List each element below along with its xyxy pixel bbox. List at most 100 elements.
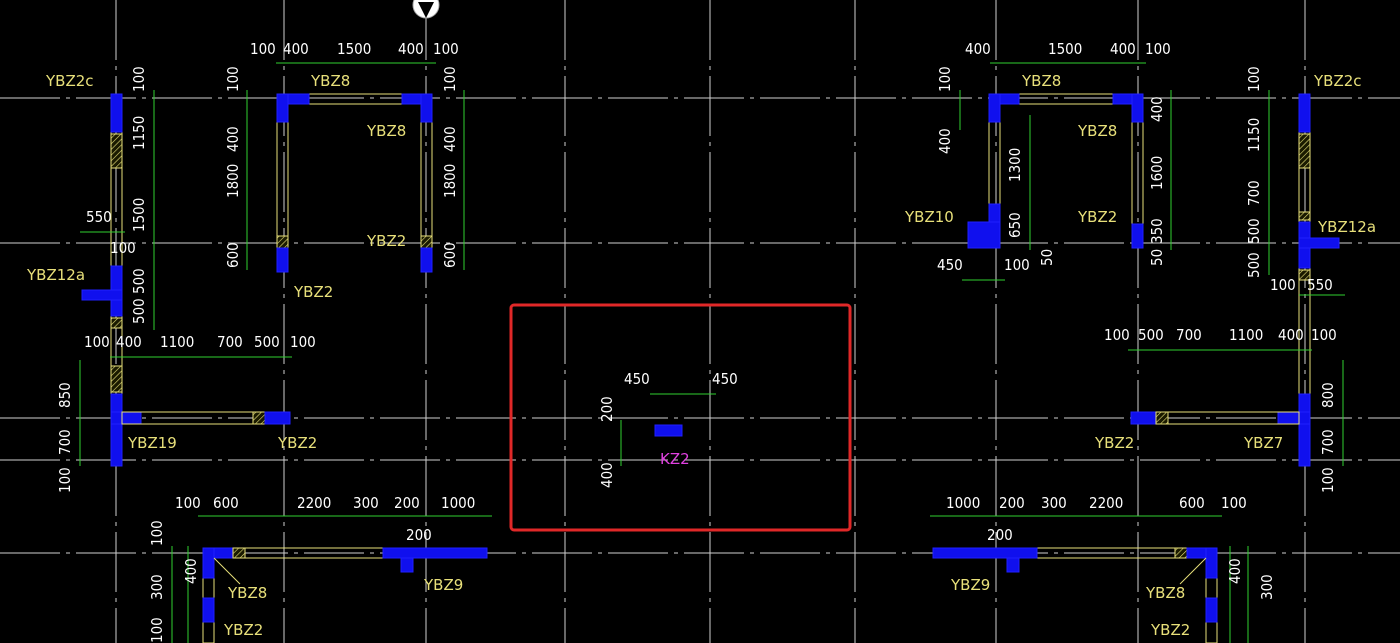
column-ybz8-tr-left-v[interactable] xyxy=(988,93,1001,123)
dim-bl-400: 400 xyxy=(182,558,200,584)
hatch-tl-a xyxy=(276,235,289,249)
column-ybz2-br[interactable] xyxy=(1205,597,1218,623)
column-ybz2-bl[interactable] xyxy=(202,597,215,623)
column-ybz2-left-bottom[interactable] xyxy=(264,411,291,425)
dim-l-row-400: 400 xyxy=(116,333,142,351)
column-ybz8-br-v[interactable] xyxy=(1205,547,1218,579)
wall-br-diag xyxy=(1179,557,1207,585)
label-ybz9-left: YBZ9 xyxy=(423,576,463,594)
dim-kz-200: 200 xyxy=(598,396,616,422)
column-ybz2c-left[interactable] xyxy=(110,93,123,133)
hatch-right-b xyxy=(1298,211,1311,221)
column-ybz8-tr-right-v[interactable] xyxy=(1131,93,1144,123)
column-ybz12a-left-h[interactable] xyxy=(81,289,123,301)
dim-tl-v1800: 1800 xyxy=(224,164,242,198)
hatch-tl-b xyxy=(420,235,433,249)
column-ybz8-tl-right-v[interactable] xyxy=(420,93,433,123)
column-ybz9-left-h[interactable] xyxy=(382,547,488,559)
dim-tr-400b: 400 xyxy=(1110,40,1136,58)
dim-tr-400c: 400 xyxy=(1148,96,1166,122)
dim-br-300: 300 xyxy=(1041,494,1067,512)
column-ybz8-tl-left-v[interactable] xyxy=(276,93,289,123)
dim-b-2200: 2200 xyxy=(297,494,331,512)
dim-b-300: 300 xyxy=(353,494,379,512)
dim-tr-450: 450 xyxy=(937,256,963,274)
dim-r-row-100: 100 xyxy=(1104,326,1130,344)
dim-tr-100b: 100 xyxy=(1004,256,1030,274)
dim-r-500a: 500 xyxy=(1245,218,1263,244)
column-ybz10-h[interactable] xyxy=(967,221,1001,249)
column-ybz9-right-v[interactable] xyxy=(1006,557,1020,573)
dims-left xyxy=(79,62,492,643)
selection-highlight-box[interactable] xyxy=(509,303,852,532)
dim-r-row-1100: 1100 xyxy=(1229,326,1263,344)
dim-tr-v100: 100 xyxy=(936,66,954,92)
dim-l-row-500: 500 xyxy=(254,333,280,351)
dim-l-100c: 100 xyxy=(56,467,74,493)
dim-l-row-1100: 1100 xyxy=(160,333,194,351)
hatch-left-c xyxy=(110,365,123,393)
dim-tr-650: 650 xyxy=(1006,212,1024,238)
label-ybz2-left-low: YBZ2 xyxy=(293,283,333,301)
column-ybz7-v[interactable] xyxy=(1298,393,1311,467)
dim-r-100c: 100 xyxy=(1319,467,1337,493)
column-ybz19-v[interactable] xyxy=(110,393,123,467)
dim-l-500b: 500 xyxy=(130,298,148,324)
column-ybz9-left-v[interactable] xyxy=(400,557,414,573)
column-ybz7-h[interactable] xyxy=(1277,411,1311,425)
column-ybz2c-right[interactable] xyxy=(1298,93,1311,133)
dim-tl-400a: 400 xyxy=(283,40,309,58)
dim-l-550: 550 xyxy=(86,208,112,226)
wall-bl-diag xyxy=(213,557,241,585)
dim-bl-100: 100 xyxy=(148,520,166,546)
dim-tl-400b: 400 xyxy=(398,40,424,58)
dim-l-500a: 500 xyxy=(130,268,148,294)
dim-tl-r100: 100 xyxy=(441,66,459,92)
column-kz2[interactable] xyxy=(654,424,683,437)
dim-tr-1300: 1300 xyxy=(1006,148,1024,182)
hatch-left-a xyxy=(110,133,123,169)
label-ybz2-right-mid: YBZ2 xyxy=(1077,208,1117,226)
hatch-br-a xyxy=(1174,547,1188,559)
dim-r-row-500: 500 xyxy=(1138,326,1164,344)
dim-tl-v600: 600 xyxy=(224,242,242,268)
column-ybz2-tr[interactable] xyxy=(1131,223,1144,249)
label-ybz8-bottom-left: YBZ8 xyxy=(227,584,267,602)
column-ybz8-bl-v[interactable] xyxy=(202,547,215,579)
dim-r-1150: 1150 xyxy=(1245,118,1263,152)
hatch-left-b xyxy=(110,317,123,329)
hatch-right-d xyxy=(1155,411,1169,425)
dim-br-2200: 2200 xyxy=(1089,494,1123,512)
column-ybz19-h[interactable] xyxy=(110,411,142,425)
column-ybz2-right-bottom[interactable] xyxy=(1130,411,1157,425)
label-ybz2-left-mid: YBZ2 xyxy=(366,232,406,250)
label-ybz2-bottom-left: YBZ2 xyxy=(223,621,263,639)
dim-br-200: 200 xyxy=(999,494,1025,512)
dim-r-100b: 100 xyxy=(1270,276,1296,294)
dim-l-1150: 1150 xyxy=(130,116,148,150)
dim-l-row-100: 100 xyxy=(84,333,110,351)
dim-tl-r600: 600 xyxy=(441,242,459,268)
dim-tl-100a: 100 xyxy=(250,40,276,58)
label-ybz8-tr-b: YBZ8 xyxy=(1077,122,1117,140)
hatch-right-c xyxy=(1298,269,1311,281)
dim-l-850: 850 xyxy=(56,382,74,408)
label-ybz19: YBZ19 xyxy=(127,434,177,452)
left-structure: 100 400 1500 400 100 100 400 1800 600 10… xyxy=(26,40,492,643)
label-ybz2c-right: YBZ2c xyxy=(1313,72,1362,90)
dim-tr-v400: 400 xyxy=(936,128,954,154)
dim-b-100: 100 xyxy=(175,494,201,512)
column-ybz12a-right-h[interactable] xyxy=(1298,237,1340,249)
north-marker-icon xyxy=(412,0,440,19)
center-column-group: 450 450 200 400 KZ2 xyxy=(598,370,738,488)
dim-tr-50b: 50 xyxy=(1148,249,1166,266)
label-ybz8-tl-b: YBZ8 xyxy=(366,122,406,140)
column-ybz9-right-h[interactable] xyxy=(932,547,1038,559)
dim-b-200: 200 xyxy=(394,494,420,512)
column-ybz2-tl-left[interactable] xyxy=(276,247,289,273)
dim-tr-50a: 50 xyxy=(1038,249,1056,266)
column-ybz2-tl-right[interactable] xyxy=(420,247,433,273)
dim-l-100b: 100 xyxy=(110,239,136,257)
dim-r-700: 700 xyxy=(1245,180,1263,206)
